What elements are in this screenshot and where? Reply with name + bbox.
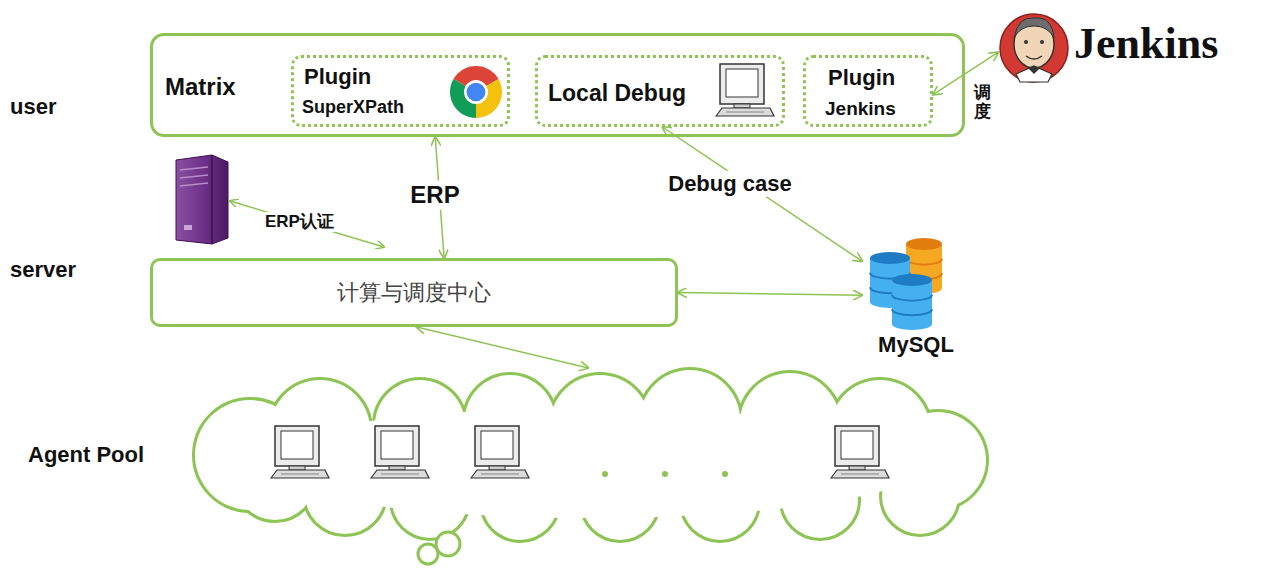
- edge-label: 调度: [971, 84, 994, 121]
- node-text: Plugin: [828, 65, 895, 91]
- node-text: Local Debug: [548, 80, 686, 108]
- node-text: Plugin: [304, 64, 371, 90]
- line-label: ERP认证: [262, 212, 337, 232]
- row-label: server: [10, 257, 76, 283]
- node-text: MySQL: [862, 332, 970, 358]
- node-text: Agent Pool: [28, 442, 144, 468]
- edge-label: Debug case: [665, 171, 795, 197]
- node-text: Jenkins: [825, 98, 896, 121]
- auth-arrow: [230, 201, 384, 247]
- system-box: Matrix PluginSuperXPath Local Debug PluginJ…: [150, 33, 965, 137]
- connector: [417, 327, 589, 368]
- debug-box: Local Debug: [535, 55, 785, 127]
- plugin-box: PluginSuperXPath: [291, 55, 510, 127]
- plugin-box: PluginJenkins: [803, 55, 933, 127]
- node-text: SuperXPath: [302, 97, 404, 119]
- process-box: 计算与调度中心: [150, 258, 678, 327]
- server-icon: [176, 155, 228, 244]
- database: MySQL: [862, 236, 970, 362]
- row-label: user: [10, 94, 56, 120]
- node-text: Matrix: [165, 73, 236, 102]
- connector: [663, 127, 863, 261]
- edge-label: ERP: [407, 181, 462, 210]
- connector: [678, 293, 862, 296]
- cloud-icon: [180, 368, 990, 543]
- jenkins-logo: Jenkins: [998, 4, 1262, 92]
- agent-cloud: Agent Pool: [180, 368, 990, 543]
- node-text: 计算与调度中心: [153, 280, 675, 306]
- node-text: Jenkins: [1074, 18, 1218, 71]
